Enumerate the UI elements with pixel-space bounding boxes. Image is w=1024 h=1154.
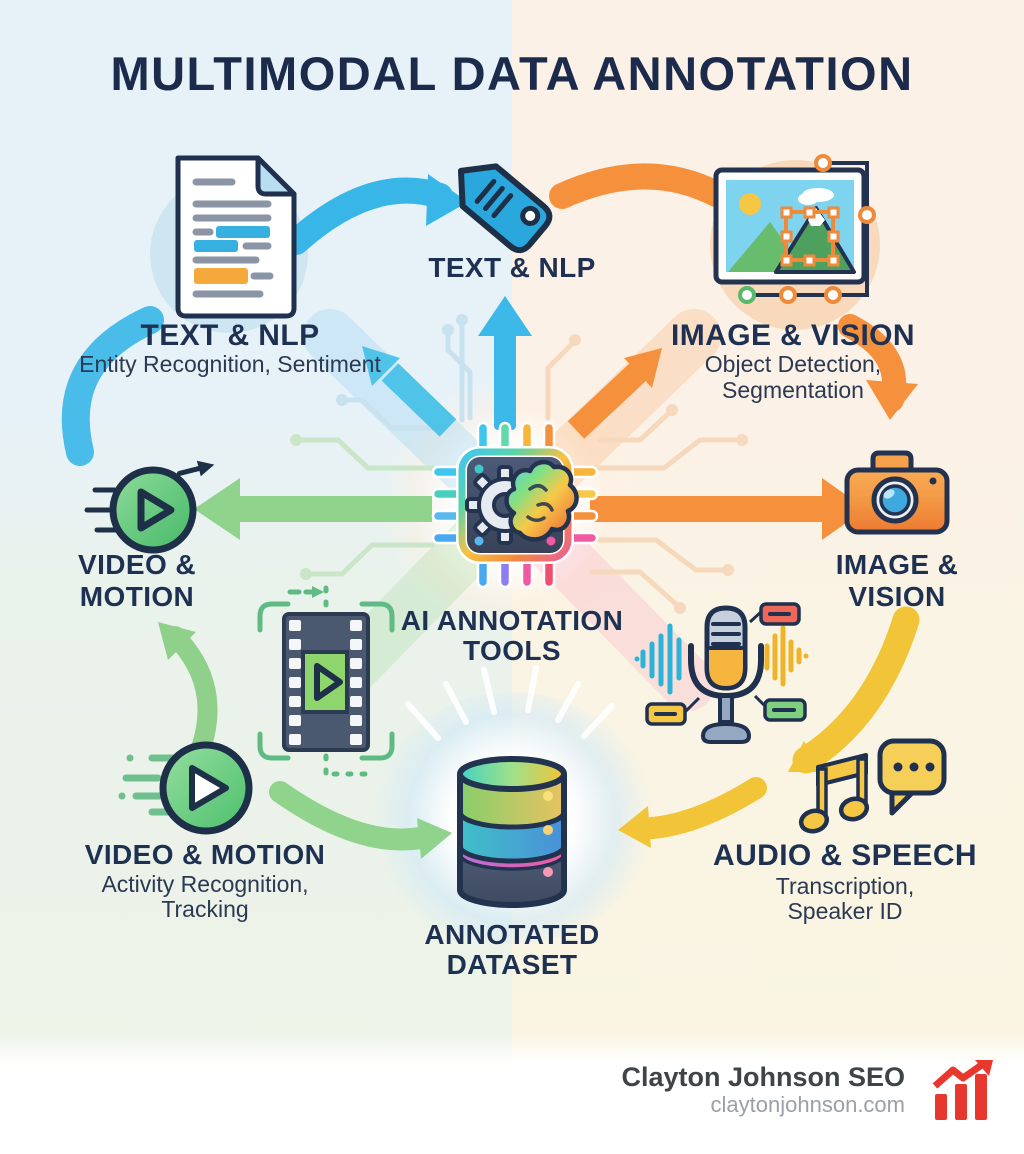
video-bottom-subtitle-2: Tracking (161, 896, 249, 922)
dataset-rays (405, 665, 615, 741)
dashed-brackets (257, 585, 395, 781)
image-top-subtitle-1: Object Detection, (704, 351, 882, 377)
waveform-right (764, 625, 802, 687)
page-title: MULTIMODAL DATA ANNOTATION (110, 47, 914, 100)
audio-subtitle-1: Transcription, (775, 873, 915, 899)
image-top-subtitle-2: Segmentation (722, 377, 864, 403)
doc-label: TEXT & NLP (140, 319, 320, 352)
document-icon (148, 148, 318, 323)
circuit-traces (290, 314, 748, 614)
curved-arrows (61, 163, 920, 859)
image-frame-icon (698, 148, 893, 318)
play-motion-icon (118, 732, 273, 847)
waveform-left (640, 623, 682, 695)
play-fast-icon (84, 450, 220, 565)
database-icon (448, 742, 576, 914)
camera-label-1: IMAGE & (835, 549, 959, 580)
center-label-1: AI ANNOTATION (400, 605, 624, 636)
camera-label-2: VISION (848, 581, 946, 612)
video-left-label-2: MOTION (79, 581, 195, 612)
center-label-2: TOOLS (463, 635, 561, 666)
chip-arrows (194, 296, 866, 540)
growth-chart-icon (932, 1058, 997, 1122)
brain-icon (504, 459, 579, 542)
music-note-icon (798, 753, 870, 834)
video-bottom-label: VIDEO & MOTION (84, 839, 326, 870)
microphone-icon (633, 596, 818, 754)
speech-bubble-icon (877, 738, 947, 816)
audio-subtitle-2: Speaker ID (787, 898, 903, 924)
tag-label: TEXT & NLP (428, 252, 596, 283)
video-left-label-1: VIDEO & (78, 549, 196, 580)
film-strip-icon (240, 585, 412, 782)
video-bottom-subtitle-1: Activity Recognition, (101, 871, 309, 897)
tag-icon (452, 158, 567, 273)
footer-website: claytonjohnson.com (710, 1092, 905, 1117)
audio-icons (796, 733, 951, 841)
ai-chip-icon (420, 405, 610, 605)
dataset-label-1: ANNOTATED (424, 919, 600, 950)
footer (0, 1032, 1024, 1154)
image-top-label: IMAGE & VISION (671, 319, 915, 352)
doc-subtitle: Entity Recognition, Sentiment (79, 351, 381, 377)
footer-brand: Clayton Johnson SEO (621, 1062, 905, 1092)
dataset-label-2: DATASET (446, 949, 578, 980)
motion-arrow (176, 460, 215, 477)
camera-icon (843, 446, 953, 538)
audio-label: AUDIO & SPEECH (713, 839, 977, 872)
